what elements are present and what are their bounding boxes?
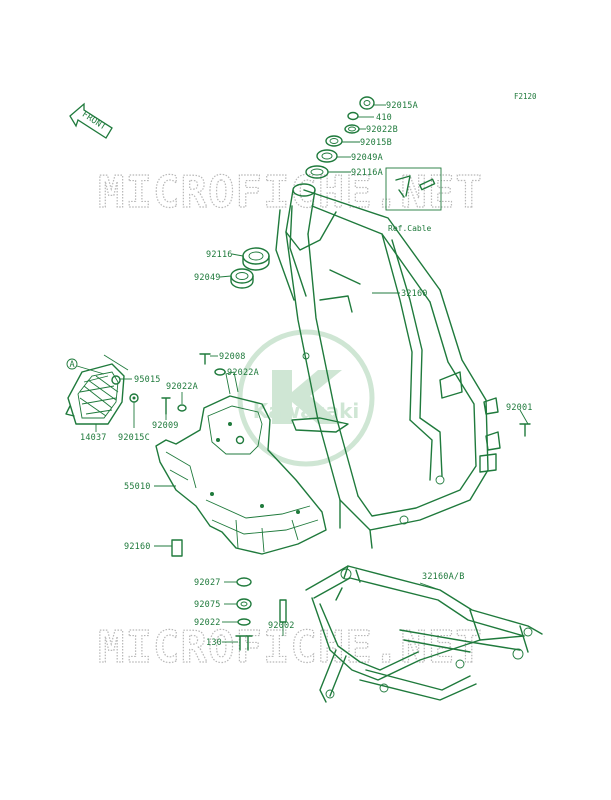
leader-lines	[95, 104, 529, 643]
part-label: 92027	[194, 578, 221, 588]
watermark-bottom: MICROFICHE.NET	[98, 622, 483, 673]
part-label: 92116A	[351, 168, 383, 178]
part-label: 32160A/B	[422, 572, 465, 582]
part-label: 92116	[206, 250, 233, 260]
part-label: 92022B	[366, 125, 398, 135]
part-label: 92009	[152, 421, 179, 431]
part-label: 92022A	[166, 382, 198, 392]
part-label: 130	[206, 638, 222, 648]
figure-id: F2120	[514, 92, 537, 101]
part-label: 14037	[80, 433, 107, 443]
part-label: 92049A	[351, 153, 383, 163]
main-frame	[275, 183, 501, 549]
part-label: 92008	[219, 352, 246, 362]
part-label: 92015C	[118, 433, 150, 443]
ref-cable-label: Ref.Cable	[388, 224, 432, 233]
part-label: 92015B	[360, 138, 392, 148]
part-label: 55010	[124, 482, 151, 492]
lower-bearings	[230, 247, 270, 289]
part-label: 92022A	[227, 368, 259, 378]
part-labels: 92015A 410 92022B 92015B 92049A 92116A 9…	[80, 101, 533, 648]
part-label: 92001	[506, 403, 533, 413]
part-label: 92002	[268, 621, 295, 631]
part-label: 32160	[401, 289, 428, 299]
sub-frame	[305, 565, 543, 703]
part-label: 92049	[194, 273, 221, 283]
part-label: 95015	[134, 375, 161, 385]
kawasaki-logo: Kawasaki	[237, 329, 375, 467]
ref-cable-box: Ref.Cable	[385, 167, 442, 233]
front-arrow-icon: FRONT	[69, 102, 113, 139]
callout-a-label: A	[70, 360, 75, 370]
skid-plate	[155, 371, 327, 555]
part-label: 92160	[124, 542, 151, 552]
part-label: 92022	[194, 618, 221, 628]
radiator-grille	[65, 354, 139, 425]
part-label: 92075	[194, 600, 221, 610]
part-label: 410	[376, 113, 392, 123]
part-label: 92015A	[386, 101, 418, 111]
callout-a: A	[66, 358, 105, 375]
